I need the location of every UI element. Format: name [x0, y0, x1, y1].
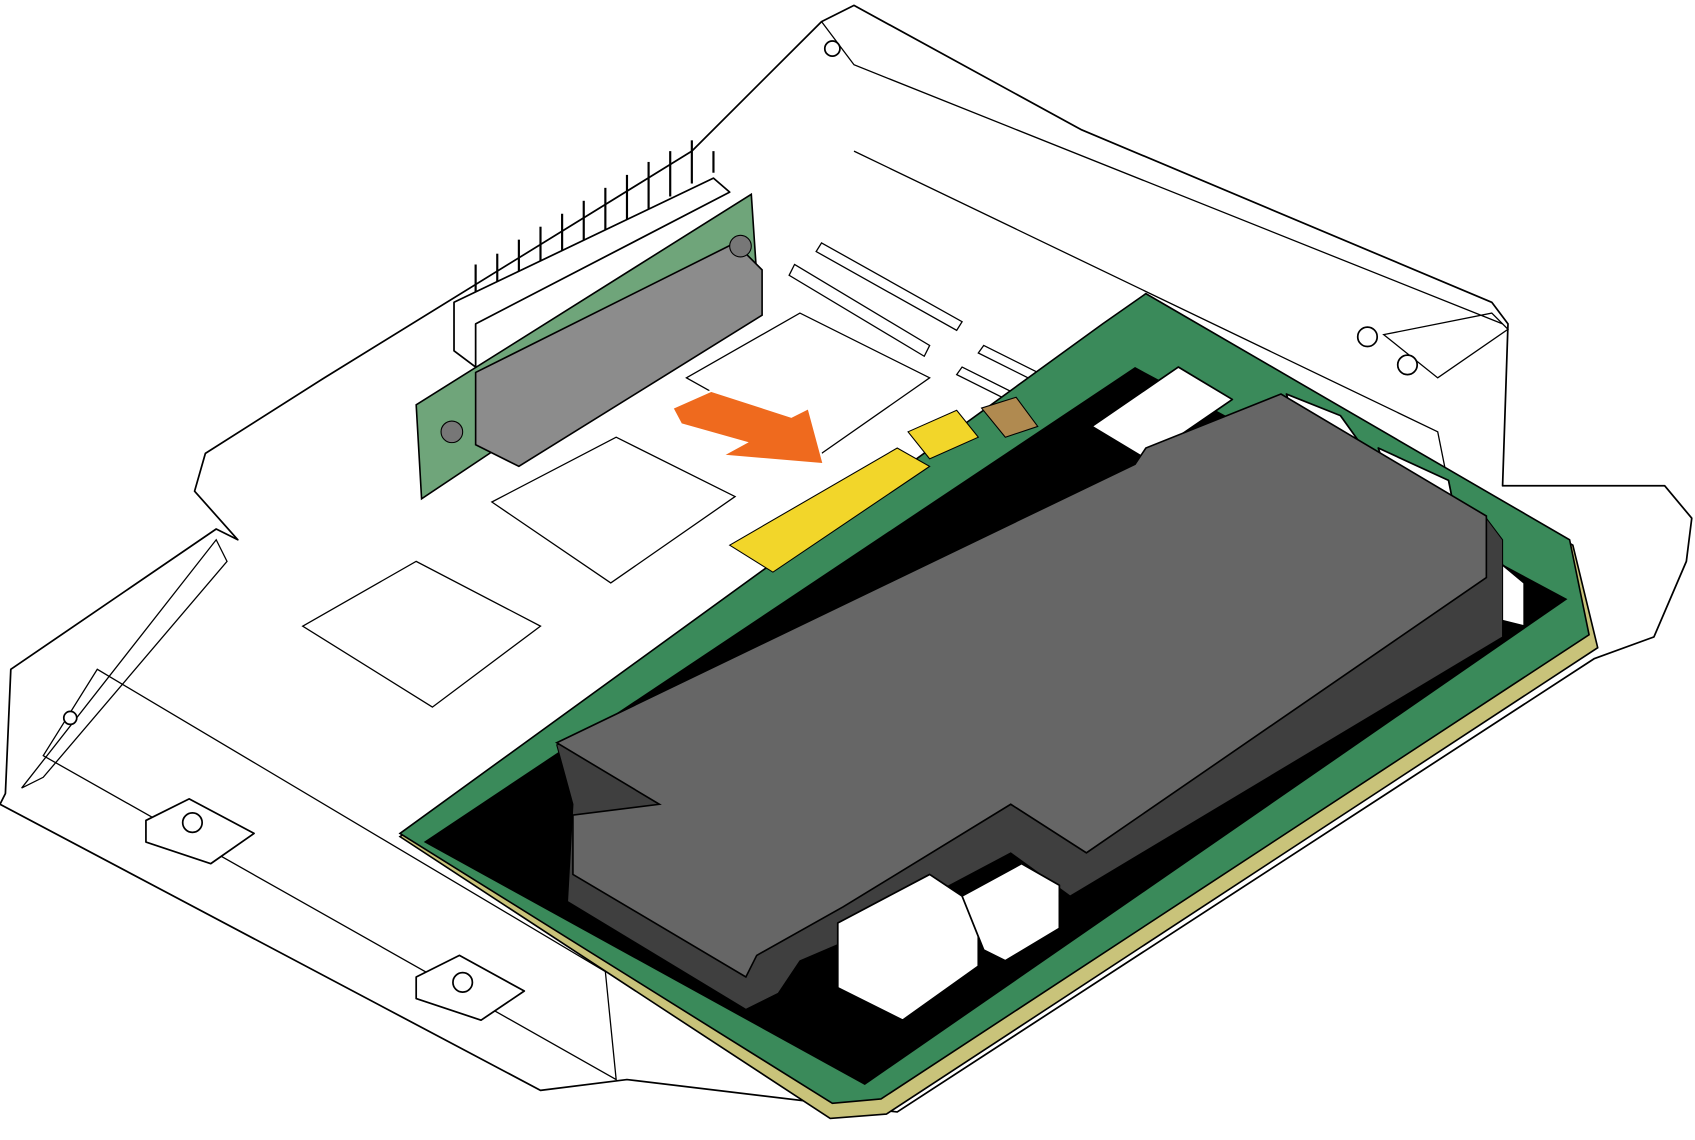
sas-connector [961, 862, 1061, 962]
gold-edge-contacts [907, 409, 980, 460]
thumbscrew-icon [181, 812, 204, 834]
screw-icon [1396, 354, 1419, 376]
riser-card [415, 140, 763, 501]
screw-icon [1356, 326, 1379, 348]
thumbscrew-icon [452, 971, 474, 993]
heatsink [555, 393, 1504, 1022]
gold-edge-contacts [728, 447, 931, 573]
sas-connector [836, 873, 980, 1022]
insertion-direction-arrow-icon [670, 389, 826, 466]
